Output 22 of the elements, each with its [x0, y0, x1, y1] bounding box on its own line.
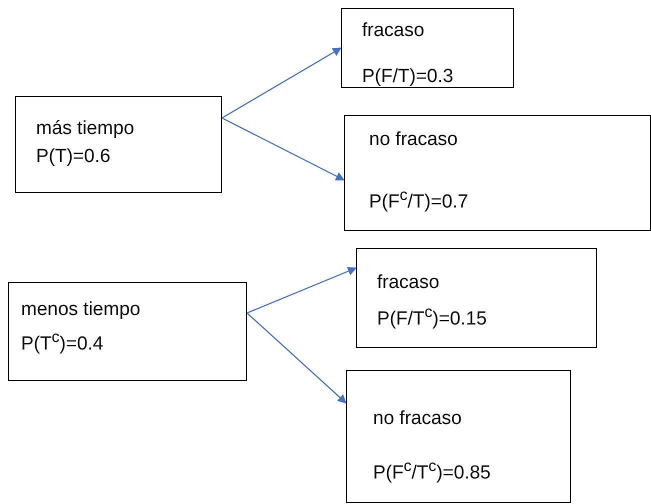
- text-box: [356, 248, 597, 348]
- node-text: P(T)=0.6: [36, 145, 112, 169]
- node-text: P(F$^{c}$/T)=0.7: [369, 186, 470, 214]
- node-text: menos tiempo: [21, 298, 142, 322]
- node-text: fracaso: [377, 271, 440, 295]
- text-box: [346, 370, 571, 503]
- node-text: P(T$^{c}$)=0.4: [21, 328, 104, 356]
- node-text: no fracaso: [369, 128, 459, 152]
- arrow: [222, 47, 342, 119]
- node-text: P(F$^{c}$/T$^{c}$)=0.85: [373, 457, 492, 486]
- node-text: fracaso: [362, 19, 426, 43]
- node-text: no fracaso: [373, 407, 463, 431]
- arrow: [222, 117, 345, 181]
- text-box: [341, 8, 514, 88]
- node-text: P(F/T)=0.3: [362, 65, 454, 89]
- arrow: [246, 266, 357, 314]
- text-box: [8, 282, 247, 381]
- text-box: [15, 96, 222, 193]
- arrow: [246, 312, 347, 404]
- text-box: [344, 115, 651, 231]
- node-text: más tiempo: [36, 117, 136, 141]
- node-text: P(F/T$^{c}$)=0.15: [377, 303, 488, 332]
